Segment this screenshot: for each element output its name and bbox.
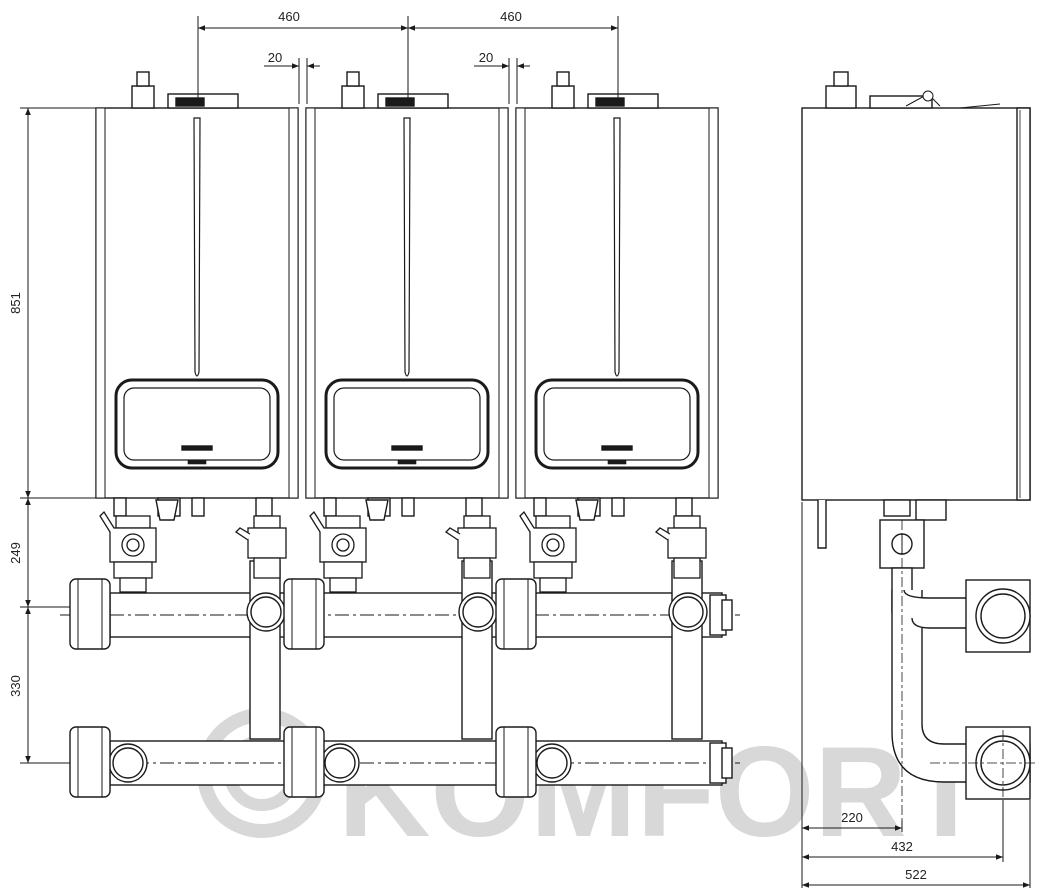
valve-set xyxy=(99,510,707,593)
dim-depth-c: 522 xyxy=(905,867,927,882)
dim-depth-b: 432 xyxy=(891,839,913,854)
side-drain xyxy=(817,500,827,549)
dim-valve-height: 249 xyxy=(8,542,23,564)
flange-collar xyxy=(495,578,537,650)
valve-handle xyxy=(309,510,325,533)
flange-collar xyxy=(283,726,325,798)
dim-depth-a: 220 xyxy=(841,810,863,825)
valve-union xyxy=(535,515,571,529)
pipe-manifolds xyxy=(60,560,740,798)
side-air-vent xyxy=(825,85,857,109)
connector-pipe-3 xyxy=(671,560,703,740)
flange-collar xyxy=(283,578,325,650)
side-front-panel xyxy=(1016,107,1031,501)
boiler-1 xyxy=(95,71,299,521)
upper-end-nut xyxy=(721,599,733,631)
dim-gap-2: 20 xyxy=(479,50,493,65)
return-valve-handle xyxy=(234,527,251,541)
connector-pipe-1 xyxy=(249,560,281,740)
lower-end-nut xyxy=(721,747,733,779)
flange-collar xyxy=(495,726,537,798)
boiler-side-view xyxy=(801,71,1036,830)
dimension-labels: 460 460 20 20 851 249 330 220 432 522 xyxy=(8,9,927,882)
dim-header-spacing: 330 xyxy=(8,675,23,697)
side-flue-outlet xyxy=(869,95,933,109)
return-valve-handle xyxy=(654,527,671,541)
return-valve xyxy=(667,527,707,559)
boiler-front-views xyxy=(95,71,719,521)
valve-union xyxy=(325,515,361,529)
dimension-lines xyxy=(20,16,1031,888)
return-valve-handle xyxy=(444,527,461,541)
side-casing xyxy=(801,107,1031,501)
valve-handle xyxy=(99,510,115,533)
valve-union xyxy=(115,515,151,529)
return-valve xyxy=(457,527,497,559)
air-vent xyxy=(131,85,155,109)
boiler-2 xyxy=(305,71,509,521)
valve-handle xyxy=(519,510,535,533)
dim-spacing-2: 460 xyxy=(500,9,522,24)
dim-gap-1: 20 xyxy=(268,50,282,65)
flange-collar xyxy=(69,726,111,798)
connector-pipe-2 xyxy=(461,560,493,740)
return-valve xyxy=(247,527,287,559)
air-vent xyxy=(551,85,575,109)
flange-collar xyxy=(69,578,111,650)
dim-height: 851 xyxy=(8,292,23,314)
boiler-3 xyxy=(515,71,719,521)
air-vent xyxy=(341,85,365,109)
dim-spacing-1: 460 xyxy=(278,9,300,24)
